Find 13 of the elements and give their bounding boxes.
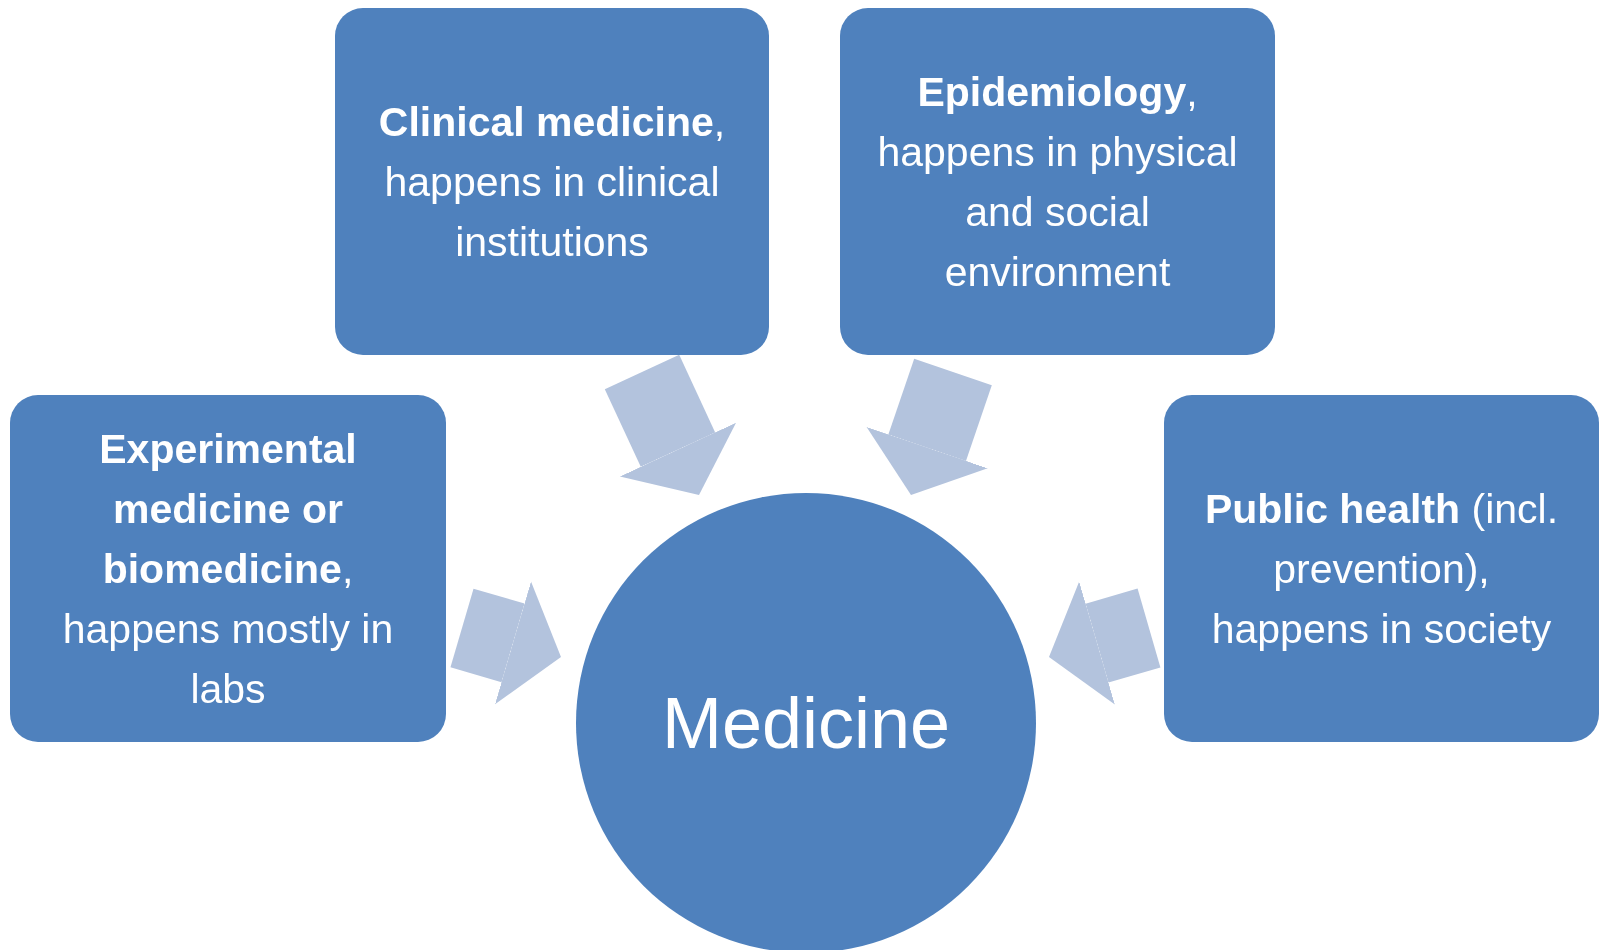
block-arrow [604, 354, 737, 495]
node-text: Epidemiology, happens in physical and social environment [876, 67, 1239, 297]
node-text: Experimental medicine or biomedicine, happens mostly in labs [61, 424, 395, 714]
topic-box [840, 8, 1275, 355]
block-arrow [1049, 581, 1161, 705]
node-text: Public health (incl. prevention), happens in society [1203, 484, 1560, 654]
block-arrow [450, 581, 561, 705]
topic-box [335, 8, 769, 355]
node-text: Clinical medicine, happens in clinical institutions [377, 97, 727, 267]
node-text: Medicine [661, 683, 951, 763]
topic-box [10, 395, 446, 742]
block-arrow [866, 358, 992, 495]
topic-box [1164, 395, 1599, 742]
